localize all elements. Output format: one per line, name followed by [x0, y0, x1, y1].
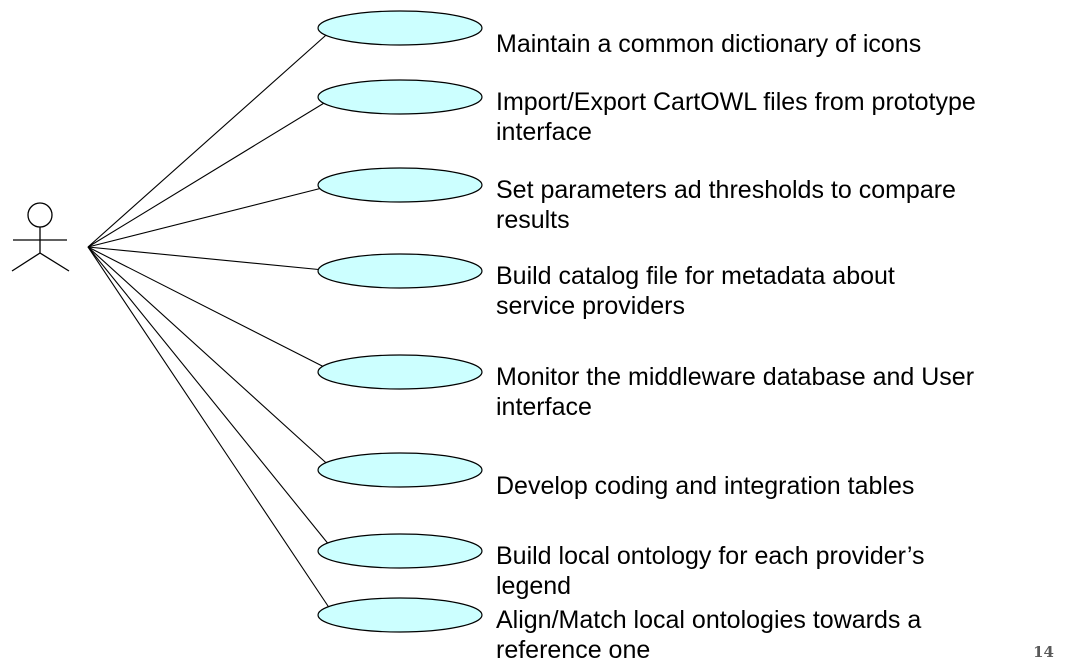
use-case-ellipse [317, 10, 483, 46]
use-case-label-line: Develop coding and integration tables [496, 472, 914, 500]
use-case-label-line: Set parameters ad thresholds to compare [496, 176, 956, 204]
use-case: Maintain a common dictionary of icons [317, 10, 921, 58]
use-case-label: Monitor the middleware database and User… [496, 363, 974, 421]
use-case-label-line: Build local ontology for each provider’s [496, 542, 925, 570]
use-case-ellipse [317, 167, 483, 203]
association-line [87, 246, 335, 272]
use-case: Monitor the middleware database and User… [317, 354, 974, 421]
use-case-label-line: legend [496, 572, 571, 600]
association-line [87, 96, 335, 248]
use-case-label-line: interface [496, 393, 592, 421]
use-case-ellipse [317, 79, 483, 115]
use-case-label-line: Build catalog file for metadata about [496, 262, 895, 290]
use-case-label-line: Monitor the middleware database and User [496, 363, 974, 391]
association-lines [87, 27, 335, 616]
use-case-label-line: Import/Export CartOWL files from prototy… [496, 88, 976, 116]
use-case-label-line: Align/Match local ontologies towards a [496, 606, 921, 634]
use-case-ellipse [317, 354, 483, 390]
use-case-ellipse [317, 597, 483, 633]
use-case-label-line: results [496, 206, 570, 234]
use-case-label: Import/Export CartOWL files from prototy… [496, 88, 976, 146]
association-line [87, 246, 335, 373]
actor-right-leg [39, 252, 70, 272]
use-case-label-line: Maintain a common dictionary of icons [496, 30, 921, 58]
use-case-label-line: interface [496, 118, 592, 146]
use-case-label: Maintain a common dictionary of icons [496, 30, 921, 58]
use-case-label-line: service providers [496, 292, 685, 320]
association-line [87, 246, 335, 616]
use-case-ellipse [317, 253, 483, 289]
association-line [87, 246, 335, 552]
use-case: Build local ontology for each provider’s… [317, 533, 925, 600]
use-case: Develop coding and integration tables [317, 452, 914, 500]
association-line [87, 27, 335, 248]
actor-head [27, 202, 53, 228]
use-case-label: Develop coding and integration tables [496, 472, 914, 500]
actor [11, 202, 70, 272]
use-case: Import/Export CartOWL files from prototy… [317, 79, 976, 146]
actor-left-leg [11, 252, 41, 272]
slide-number: 14 [1033, 643, 1054, 661]
use-case-ellipse [317, 533, 483, 569]
use-cases: Maintain a common dictionary of iconsImp… [317, 10, 976, 664]
use-case-ellipse [317, 452, 483, 488]
use-case-label-line: reference one [496, 636, 650, 664]
use-case-label: Build local ontology for each provider’s… [496, 542, 925, 600]
association-line [87, 184, 335, 248]
association-line [87, 246, 335, 471]
